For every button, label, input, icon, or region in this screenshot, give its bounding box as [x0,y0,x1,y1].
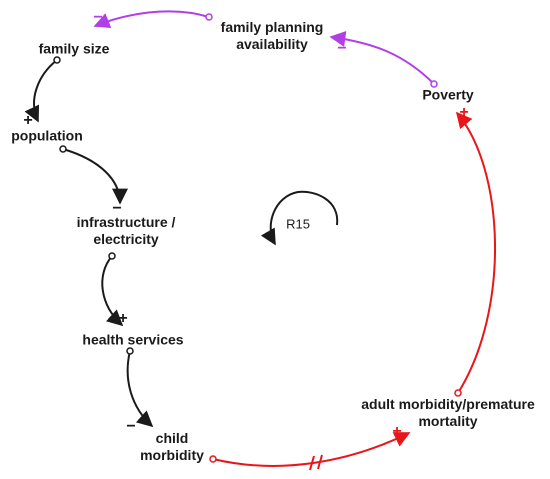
polarity-infrastructure-to-health-services: + [118,310,128,327]
node-family-planning-availability: family planning availability [220,19,324,52]
link-infrastructure-to-health-services [101,255,124,327]
loop-label: R15 [286,216,310,232]
node-adult-morbidity-premature-mortality: adult morbidity/premature mortality [361,396,535,429]
node-family-size: family size [38,40,110,57]
loop-direction-arrow [260,190,339,246]
polarity-population-to-infrastructure: − [112,200,122,217]
link-origin-dot [430,80,438,88]
link-origin-dot [108,252,116,260]
polarity-child-to-adult-morbidity: + [392,423,402,440]
node-infrastructure-electricity: infrastructure / electricity [76,214,176,247]
link-population-to-infrastructure [62,148,128,205]
node-population: population [11,127,83,144]
link-origin-dot [53,56,61,64]
polarity-poverty-to-family-planning: − [337,40,347,57]
link-poverty-to-family-planning [329,31,435,85]
link-family-planning-to-family-size [93,10,210,29]
link-adult-morbidity-to-poverty [455,111,496,394]
polarity-family-size-to-population: + [23,112,33,129]
polarity-health-services-to-child-morbidity: − [126,418,136,435]
link-origin-dot [205,13,213,21]
node-health-services: health services [82,331,184,348]
node-child-morbidity: child morbidity [140,430,204,463]
link-origin-dot [126,347,134,355]
link-origin-dot [454,389,462,397]
link-child-morbidity-to-adult-morbidity [212,432,411,467]
link-health-services-to-child-morbidity [126,350,154,428]
link-family-size-to-population [24,59,58,123]
polarity-family-planning-to-family-size: − [93,9,103,26]
delay-marker [309,454,323,471]
polarity-adult-morbidity-to-poverty: + [459,104,469,121]
link-origin-dot [59,145,67,153]
link-origin-dot [209,455,217,463]
node-poverty: Poverty [422,86,474,103]
